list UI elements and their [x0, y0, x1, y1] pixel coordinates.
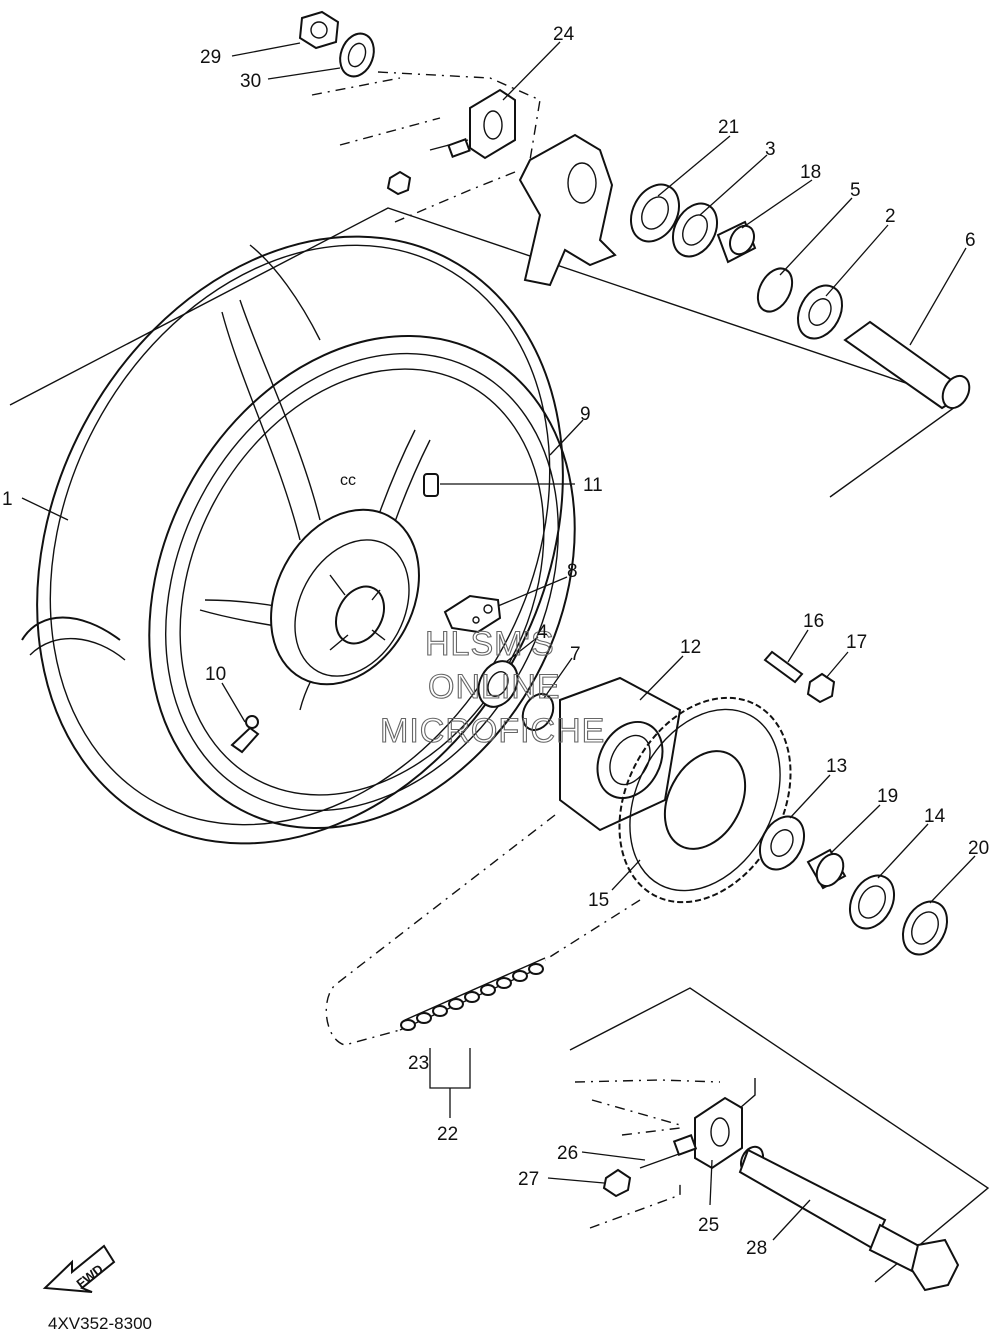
leader-lines — [21, 41, 976, 1241]
watermark: HLSM'S ONLINE MICROFICHE — [379, 624, 605, 750]
bearing-2 — [796, 284, 844, 340]
callout-30[interactable]: 30 — [240, 71, 261, 92]
tire-valve — [230, 715, 260, 754]
callout-29[interactable]: 29 — [200, 47, 221, 68]
callout-15[interactable]: 15 — [588, 890, 609, 911]
callout-8[interactable]: 8 — [567, 561, 578, 582]
callout-6[interactable]: 6 — [965, 230, 976, 251]
clutch-hub-12 — [559, 676, 682, 832]
svg-text:cc: cc — [340, 472, 356, 489]
collar-18 — [716, 220, 757, 264]
tire — [21, 235, 564, 845]
diagram-code: 4XV352-8300 — [48, 1314, 152, 1333]
watermark-line-3: MICROFICHE — [380, 712, 605, 750]
callout-1[interactable]: 1 — [2, 489, 13, 510]
brake-caliper-bracket — [518, 133, 617, 287]
callout-21[interactable]: 21 — [718, 117, 739, 138]
callout-24[interactable]: 24 — [553, 24, 575, 45]
chain-adjuster-top — [386, 88, 516, 196]
axle-frame — [569, 987, 990, 1283]
oil-seal-14 — [848, 874, 896, 930]
oil-seal-21 — [630, 183, 680, 243]
callouts: 1 2 3 4 5 6 7 8 9 10 11 12 13 14 15 16 1… — [2, 24, 989, 1259]
bearing-13 — [758, 815, 806, 871]
callout-13[interactable]: 13 — [826, 756, 847, 777]
washer-top — [339, 32, 375, 78]
callout-23[interactable]: 23 — [408, 1053, 429, 1074]
callout-11[interactable]: 11 — [583, 475, 603, 496]
callout-2[interactable]: 2 — [885, 206, 896, 227]
drive-chain — [325, 814, 641, 1046]
balance-weight — [423, 473, 439, 497]
axle-nut-top — [298, 10, 340, 50]
adjuster-bolt-26 — [639, 1134, 698, 1169]
collar-20 — [901, 900, 949, 956]
wheel-axle-28 — [738, 1145, 960, 1292]
callout-28[interactable]: 28 — [746, 1238, 767, 1259]
callout-20[interactable]: 20 — [968, 838, 989, 859]
watermark-line-2: ONLINE — [428, 668, 561, 706]
watermark-line-1: HLSM'S — [425, 625, 555, 663]
chain-bracket — [429, 1048, 471, 1118]
callout-27[interactable]: 27 — [518, 1169, 539, 1190]
circlip-5 — [756, 267, 794, 313]
callout-26[interactable]: 26 — [557, 1143, 578, 1164]
bearing-3 — [671, 202, 719, 258]
spacer-6 — [843, 320, 971, 410]
callout-3[interactable]: 3 — [765, 139, 776, 160]
callout-9[interactable]: 9 — [580, 404, 591, 425]
nut-17 — [806, 672, 836, 704]
callout-25[interactable]: 25 — [698, 1215, 719, 1236]
callout-12[interactable]: 12 — [680, 637, 701, 658]
wheel-assembly-frame — [9, 207, 964, 498]
callout-19[interactable]: 19 — [877, 786, 898, 807]
stud-bolt-16 — [763, 650, 804, 684]
collar-7 — [521, 692, 555, 732]
callout-16[interactable]: 16 — [803, 611, 824, 632]
chain-joint-23 — [400, 963, 544, 1031]
callout-17[interactable]: 17 — [846, 632, 867, 653]
collar-19 — [806, 848, 847, 890]
bearing-4 — [477, 660, 519, 708]
assembly-axis-lines — [311, 71, 721, 1229]
callout-10[interactable]: 10 — [205, 664, 226, 685]
brake-disc-bracket-8 — [443, 594, 502, 634]
chain-adjuster-bottom — [694, 1078, 756, 1170]
callout-18[interactable]: 18 — [800, 162, 821, 183]
callout-5[interactable]: 5 — [850, 180, 861, 201]
callout-4[interactable]: 4 — [537, 622, 548, 643]
callout-14[interactable]: 14 — [924, 806, 946, 827]
wheel-hub — [270, 508, 420, 686]
adjuster-nut-27 — [602, 1168, 632, 1198]
callout-22[interactable]: 22 — [437, 1124, 458, 1145]
fwd-direction-arrow: FWD — [42, 1244, 116, 1293]
callout-7[interactable]: 7 — [570, 644, 581, 665]
